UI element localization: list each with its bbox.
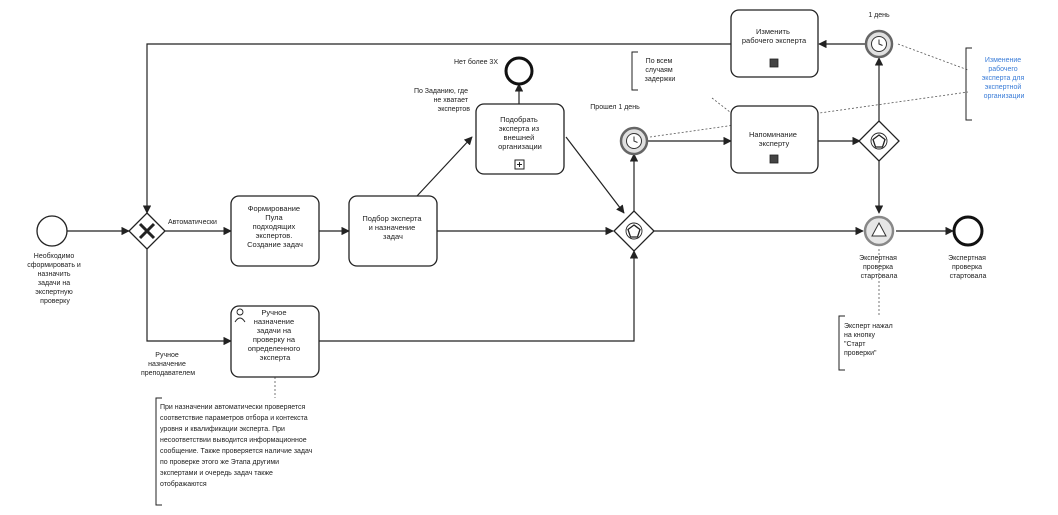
task-change-expert[interactable]: Изменить рабочего эксперта: [730, 9, 819, 78]
user-icon: [234, 308, 246, 323]
pentagon-icon: [872, 134, 886, 148]
assoc-all-cases: [711, 97, 731, 113]
sequence-flows: [67, 39, 954, 346]
flow-manual-to-join[interactable]: [319, 250, 639, 342]
start-event-label: Необходимо сформировать и назначить зада…: [27, 252, 83, 305]
task-remind-expert-label: Напоминание эксперту: [749, 130, 799, 148]
annotation-all-cases: По всем случаям задержки: [631, 51, 676, 91]
annotation-change-note: Изменение рабочего эксперта для экспертн…: [965, 47, 1027, 121]
svg-text:При назначении автоматически п: При назначении автоматически проверяется…: [160, 404, 314, 488]
flow-gateway-to-manual[interactable]: [146, 249, 232, 346]
timer-mid-label: Прошел 1 день: [590, 104, 640, 111]
svg-text:Изменение рабочего: Изменение рабочего эксперта для экспертн…: [982, 57, 1027, 100]
exclusive-gateway[interactable]: [128, 212, 166, 250]
task-manual-assign-label: Ручное назначение задачи на проверку на …: [248, 308, 303, 362]
task-manual-assign[interactable]: Ручное назначение задачи на проверку на …: [230, 305, 320, 378]
event-gateway-join[interactable]: [613, 210, 655, 252]
task-external-expert-label: Подобрать эксперта из внешней организаци…: [498, 115, 542, 151]
end-event-main-label: Экспертная проверка стартовала: [948, 255, 988, 280]
task-change-expert-label: Изменить рабочего эксперта: [742, 27, 807, 45]
signal-event-label: Экспертная проверка стартовала: [859, 255, 899, 280]
svg-text:Эксперт нажал на кнопку: Эксперт нажал на кнопку "Старт проверки": [844, 323, 895, 357]
start-event[interactable]: [36, 215, 68, 247]
task-select-expert-label: Подбор эксперта и назначение задач: [362, 214, 423, 241]
task-select-expert[interactable]: Подбор эксперта и назначение задач: [348, 195, 438, 267]
timer-event-mid[interactable]: [619, 126, 649, 156]
flow-label-external: По Заданию, где не хватает экспертов: [414, 88, 470, 113]
plus-icon: [517, 162, 522, 167]
task-form-pool-label: Формирование Пула подходящих экспертов. …: [247, 204, 303, 249]
flow-label-manual: Ручное назначение преподавателем: [141, 352, 195, 377]
timer-event-top[interactable]: [864, 29, 894, 59]
x-icon: [138, 222, 156, 240]
task-external-expert[interactable]: Подобрать эксперта из внешней организаци…: [475, 103, 565, 175]
triangle-icon: [871, 221, 887, 237]
end-event-main[interactable]: [952, 215, 984, 247]
task-remind-expert[interactable]: Напоминание эксперту: [730, 105, 819, 174]
end-event-top[interactable]: [504, 56, 534, 86]
annotation-start-button: Эксперт нажал на кнопку "Старт проверки": [838, 315, 895, 371]
pentagon-icon: [627, 224, 641, 238]
svg-text:По всем случаям за: По всем случаям задержки: [645, 58, 676, 83]
signal-event[interactable]: [863, 215, 895, 247]
end-event-top-label: Нет более 3Х: [454, 58, 498, 66]
script-marker-icon: [769, 154, 779, 164]
script-marker-icon: [769, 58, 779, 68]
event-gateway-right[interactable]: [858, 120, 900, 162]
annotation-auto-note: При назначении автоматически проверяется…: [155, 397, 314, 506]
assoc-change-note: [897, 43, 969, 71]
flow-external-to-join[interactable]: [565, 136, 625, 214]
timer-top-label: 1 день: [868, 12, 890, 19]
flow-change-to-gateway[interactable]: [142, 43, 731, 214]
flow-select-to-external[interactable]: [416, 136, 473, 197]
flow-label-auto: Автоматически: [168, 219, 217, 226]
task-form-pool[interactable]: Формирование Пула подходящих экспертов. …: [230, 195, 320, 267]
